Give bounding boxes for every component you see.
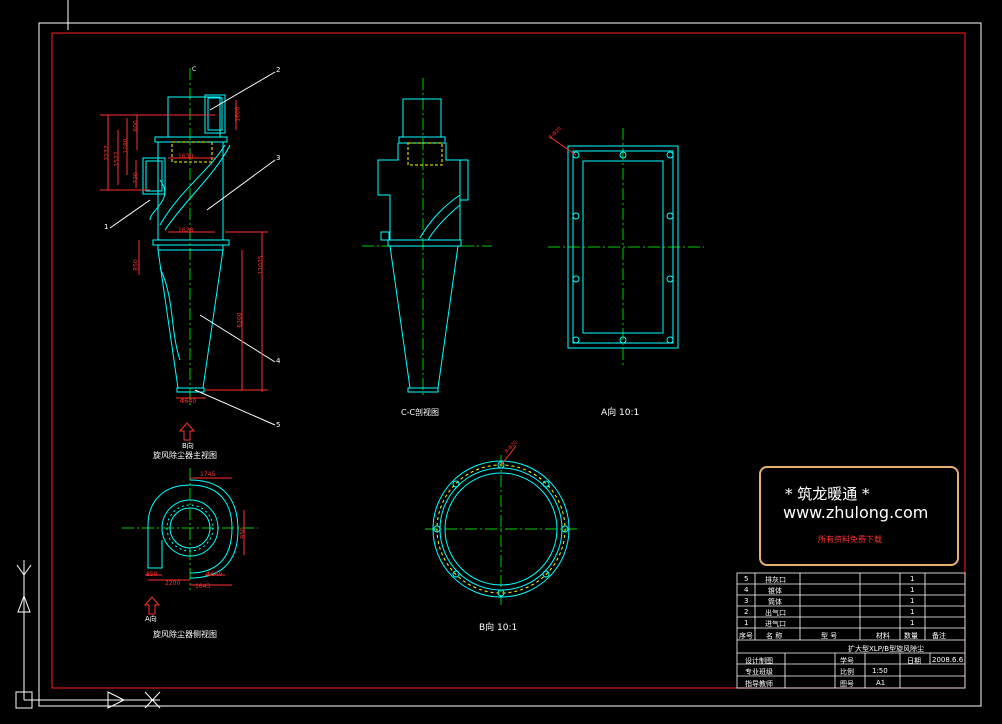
dim-850-side: 850 [146,571,158,578]
b-direction-arrow-icon [178,422,196,441]
label-design: 设计制图 [745,657,773,665]
header-no: 序号 [739,632,753,640]
label-major: 专业班级 [745,668,773,676]
dim-1572: 1572 [113,151,121,167]
dim-1600: 1600 [234,106,242,122]
watermark-brand: * 筑龙暖通 * [785,485,870,503]
row-4-no: 4 [744,586,749,594]
header-name: 名 称 [766,632,783,640]
side-view-direction: A向 [145,615,157,623]
dim-1643: 1643 [195,583,211,590]
dim-1745: 1745 [200,471,216,478]
dim-6200: 6200 [236,312,244,328]
dim-1630: 1630 [178,153,194,160]
side-view-title: 旋风除尘器侧视图 [153,630,217,639]
watermark-box: * 筑龙暖通 * www.zhulong.com 所有资料免费下载 [759,466,959,566]
callout-1: 1 [104,223,109,231]
title-block-grid [736,572,966,689]
dim-2200: 2200 [165,580,181,587]
row-4-name: 锥体 [768,587,782,595]
row-2-qty: 1 [910,608,915,616]
callout-4: 4 [276,357,281,365]
label-student-no: 学号 [840,657,854,665]
dim-850: 850 [132,259,140,271]
header-model: 型 号 [821,632,838,640]
dim-1628: 1628 [178,227,194,234]
row-1-qty: 1 [910,619,915,627]
callout-2: 2 [276,66,281,74]
dim-2232: 2232 [103,145,111,161]
label-teacher: 指导教师 [745,680,773,688]
a-view-title: A向 10:1 [601,408,640,418]
row-3-name: 筒体 [768,598,782,606]
label-scale: 比例 [840,668,854,676]
b-view-title: B向 10:1 [479,623,518,633]
watermark-url[interactable]: www.zhulong.com [783,503,929,522]
row-1-name: 进气口 [765,620,786,628]
row-3-qty: 1 [910,597,915,605]
row-5-name: 排灰口 [765,576,786,584]
main-view [100,68,276,426]
watermark-note: 所有资料免费下载 [818,535,882,544]
drawing-title: 扩大型XLP/B型旋风除尘 [848,645,925,653]
b-view-ring-flange [425,445,577,605]
dim-720: 720 [132,172,140,184]
main-view-direction: B向 [182,442,194,450]
row-4-qty: 1 [910,586,915,594]
section-mark-top: C [192,66,197,73]
section-view [362,78,492,398]
dim-1280: 1280 [122,138,130,154]
value-date: 2008.6.6 [932,656,964,664]
row-2-name: 出气口 [765,609,786,617]
dim-640: Φ640 [180,398,197,405]
row-3-no: 3 [744,597,749,605]
row-5-no: 5 [744,575,749,583]
section-view-title: C-C剖视图 [401,408,440,417]
ucs-axis-icon [15,560,161,709]
label-date: 日期 [907,657,921,665]
a-view-flange [548,128,704,366]
main-view-title: 旋风除尘器主视图 [153,451,217,460]
a-direction-arrow-icon [143,596,161,615]
row-2-no: 2 [744,608,749,616]
callout-3: 3 [276,154,281,162]
dim-640-side: Φ640 [206,571,223,578]
row-1-no: 1 [744,619,749,627]
value-sheet: A1 [876,679,886,687]
value-scale: 1:50 [872,667,888,675]
row-5-qty: 1 [910,575,915,583]
header-qty: 数量 [904,632,918,640]
header-material: 材料 [876,632,890,640]
side-view [122,468,258,590]
callout-5: 5 [276,421,281,429]
sheet-frame [38,0,982,707]
label-sheet: 图号 [840,680,854,688]
header-remark: 备注 [932,632,946,640]
dim-800: 800 [132,120,140,132]
dim-11075: 11075 [257,255,265,275]
dim-950: 950 [239,527,247,539]
